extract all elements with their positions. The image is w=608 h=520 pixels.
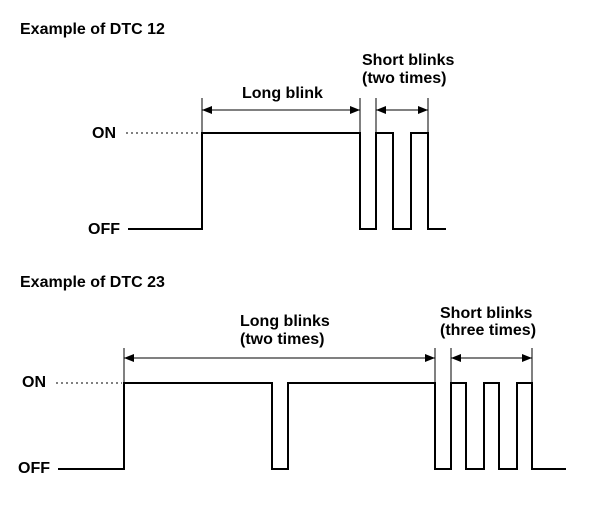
dtc-23-short-blinks-count: (three times): [440, 322, 536, 339]
dtc-23-long-blinks-count: (two times): [240, 331, 324, 348]
dtc-23-waveform: [58, 382, 566, 470]
dtc-23-long-blinks-label: Long blinks: [240, 313, 330, 330]
dtc-23-on-label: ON: [22, 374, 46, 391]
dtc-12-title: Example of DTC 12: [20, 21, 165, 38]
dtc-12-short-blinks-count: (two times): [362, 70, 446, 87]
dtc-12-long-blink-dimension: [201, 98, 361, 133]
dtc-23-long-blinks-dimension: [123, 348, 436, 383]
dtc-23-title: Example of DTC 23: [20, 274, 165, 291]
dtc-12-short-blinks-label: Short blinks: [362, 52, 455, 69]
dtc-23-short-blinks-label: Short blinks: [440, 305, 533, 322]
dtc-12-long-blink-label: Long blink: [242, 85, 323, 102]
dtc-12-off-label: OFF: [88, 221, 120, 238]
dtc-12-short-blinks-dimension: [375, 98, 429, 133]
dtc-23-short-blinks-dimension: [450, 348, 533, 383]
dtc-12-waveform: [128, 132, 446, 230]
dtc-12-diagram: Example of DTC 12 ON OFF Long blink Shor…: [20, 21, 455, 238]
dtc-12-on-label: ON: [92, 125, 116, 142]
dtc-23-diagram: Example of DTC 23 ON OFF Long blinks (tw…: [18, 274, 566, 477]
dtc-23-off-label: OFF: [18, 460, 50, 477]
